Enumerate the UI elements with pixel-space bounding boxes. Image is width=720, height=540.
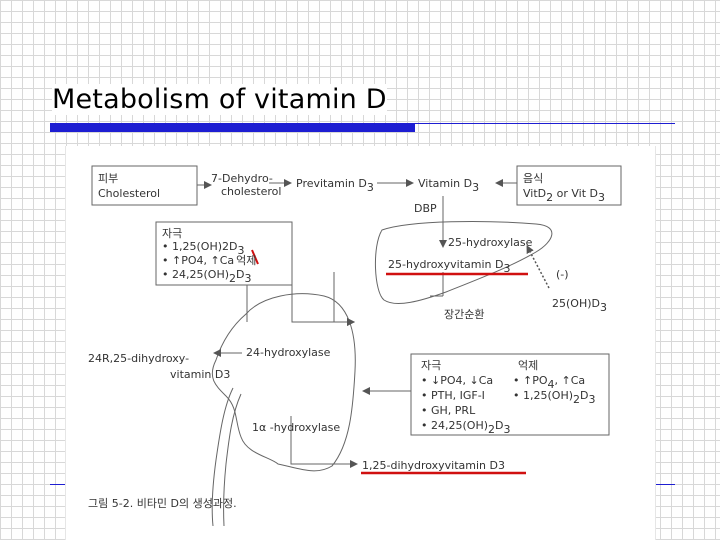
ureter-outline-2	[223, 393, 242, 527]
inhib2-title: 억제	[518, 359, 538, 372]
feedback-dotted	[526, 245, 550, 289]
food-box	[516, 165, 622, 206]
liver-product: 25-hydroxyvitamin D3	[388, 258, 510, 275]
inhib2-item-2: • 1,25(OH)2D3	[513, 389, 596, 406]
final-product: 1,25-dihydroxyvitamin D3	[362, 459, 505, 472]
inhib2-item-1: • ↑PO4, ↑Ca	[513, 374, 585, 391]
title-underline-thick	[50, 123, 415, 132]
dehydro-line-2: cholesterol	[221, 185, 281, 198]
minus-label: (-)	[556, 268, 569, 281]
stimulus-box-1	[155, 221, 293, 286]
stim1-title: 자극	[162, 227, 182, 240]
previtamin-label: Previtamin D3	[296, 177, 374, 194]
stim1-item-3: • 24,25(OH)2D3	[162, 268, 252, 285]
skin-title: 피부	[98, 172, 118, 185]
stim2-item-2: • PTH, IGF-I	[421, 389, 485, 402]
food-body: VitD2 or Vit D3	[523, 187, 605, 204]
feedback-label: 25(OH)D3	[552, 297, 607, 314]
alpha-hydroxylase: 1α -hydroxylase	[252, 421, 340, 434]
skin-body: Cholesterol	[98, 187, 160, 200]
circulation-label: 장간순환	[444, 308, 484, 321]
product24-line-1: 24R,25-dihydroxy-	[88, 352, 189, 365]
kidney-enzyme-24: 24-hydroxylase	[246, 346, 331, 359]
stim1-item-1: • 1,25(OH)2D3	[162, 240, 244, 257]
title-underline-thin	[415, 123, 675, 124]
stim2-item-3: • GH, PRL	[421, 404, 476, 417]
product24-line-2: vitamin D3	[170, 368, 230, 381]
stim2-title: 자극	[421, 359, 441, 372]
diagram-svg: 피부 Cholesterol 7-Dehydro- cholesterol Pr…	[88, 165, 622, 527]
arrow-to-final	[290, 416, 358, 468]
vitamin-label: Vitamin D3	[418, 177, 479, 194]
ureter-outline	[211, 387, 234, 527]
dbp-label: DBP	[414, 202, 437, 215]
arrow-circulation	[291, 272, 355, 326]
food-title: 음식	[523, 172, 543, 185]
vitamin-d-diagram: 피부 Cholesterol 7-Dehydro- cholesterol Pr…	[65, 146, 656, 540]
dehydro-line-1: 7-Dehydro-	[211, 172, 273, 185]
liver-enzyme: 25-hydroxylase	[448, 236, 533, 249]
slide-title: Metabolism of vitamin D	[52, 84, 387, 115]
liver-outline	[374, 221, 553, 304]
highlight-inhibit-slash	[251, 249, 259, 265]
stim2-item-4: • 24,25(OH)2D3	[421, 419, 511, 436]
figure-caption: 그림 5-2. 비타민 D의 생성과정.	[88, 497, 237, 510]
stimulus-box-2	[410, 353, 610, 436]
stim2-item-1: • ↓PO4, ↓Ca	[421, 374, 493, 387]
